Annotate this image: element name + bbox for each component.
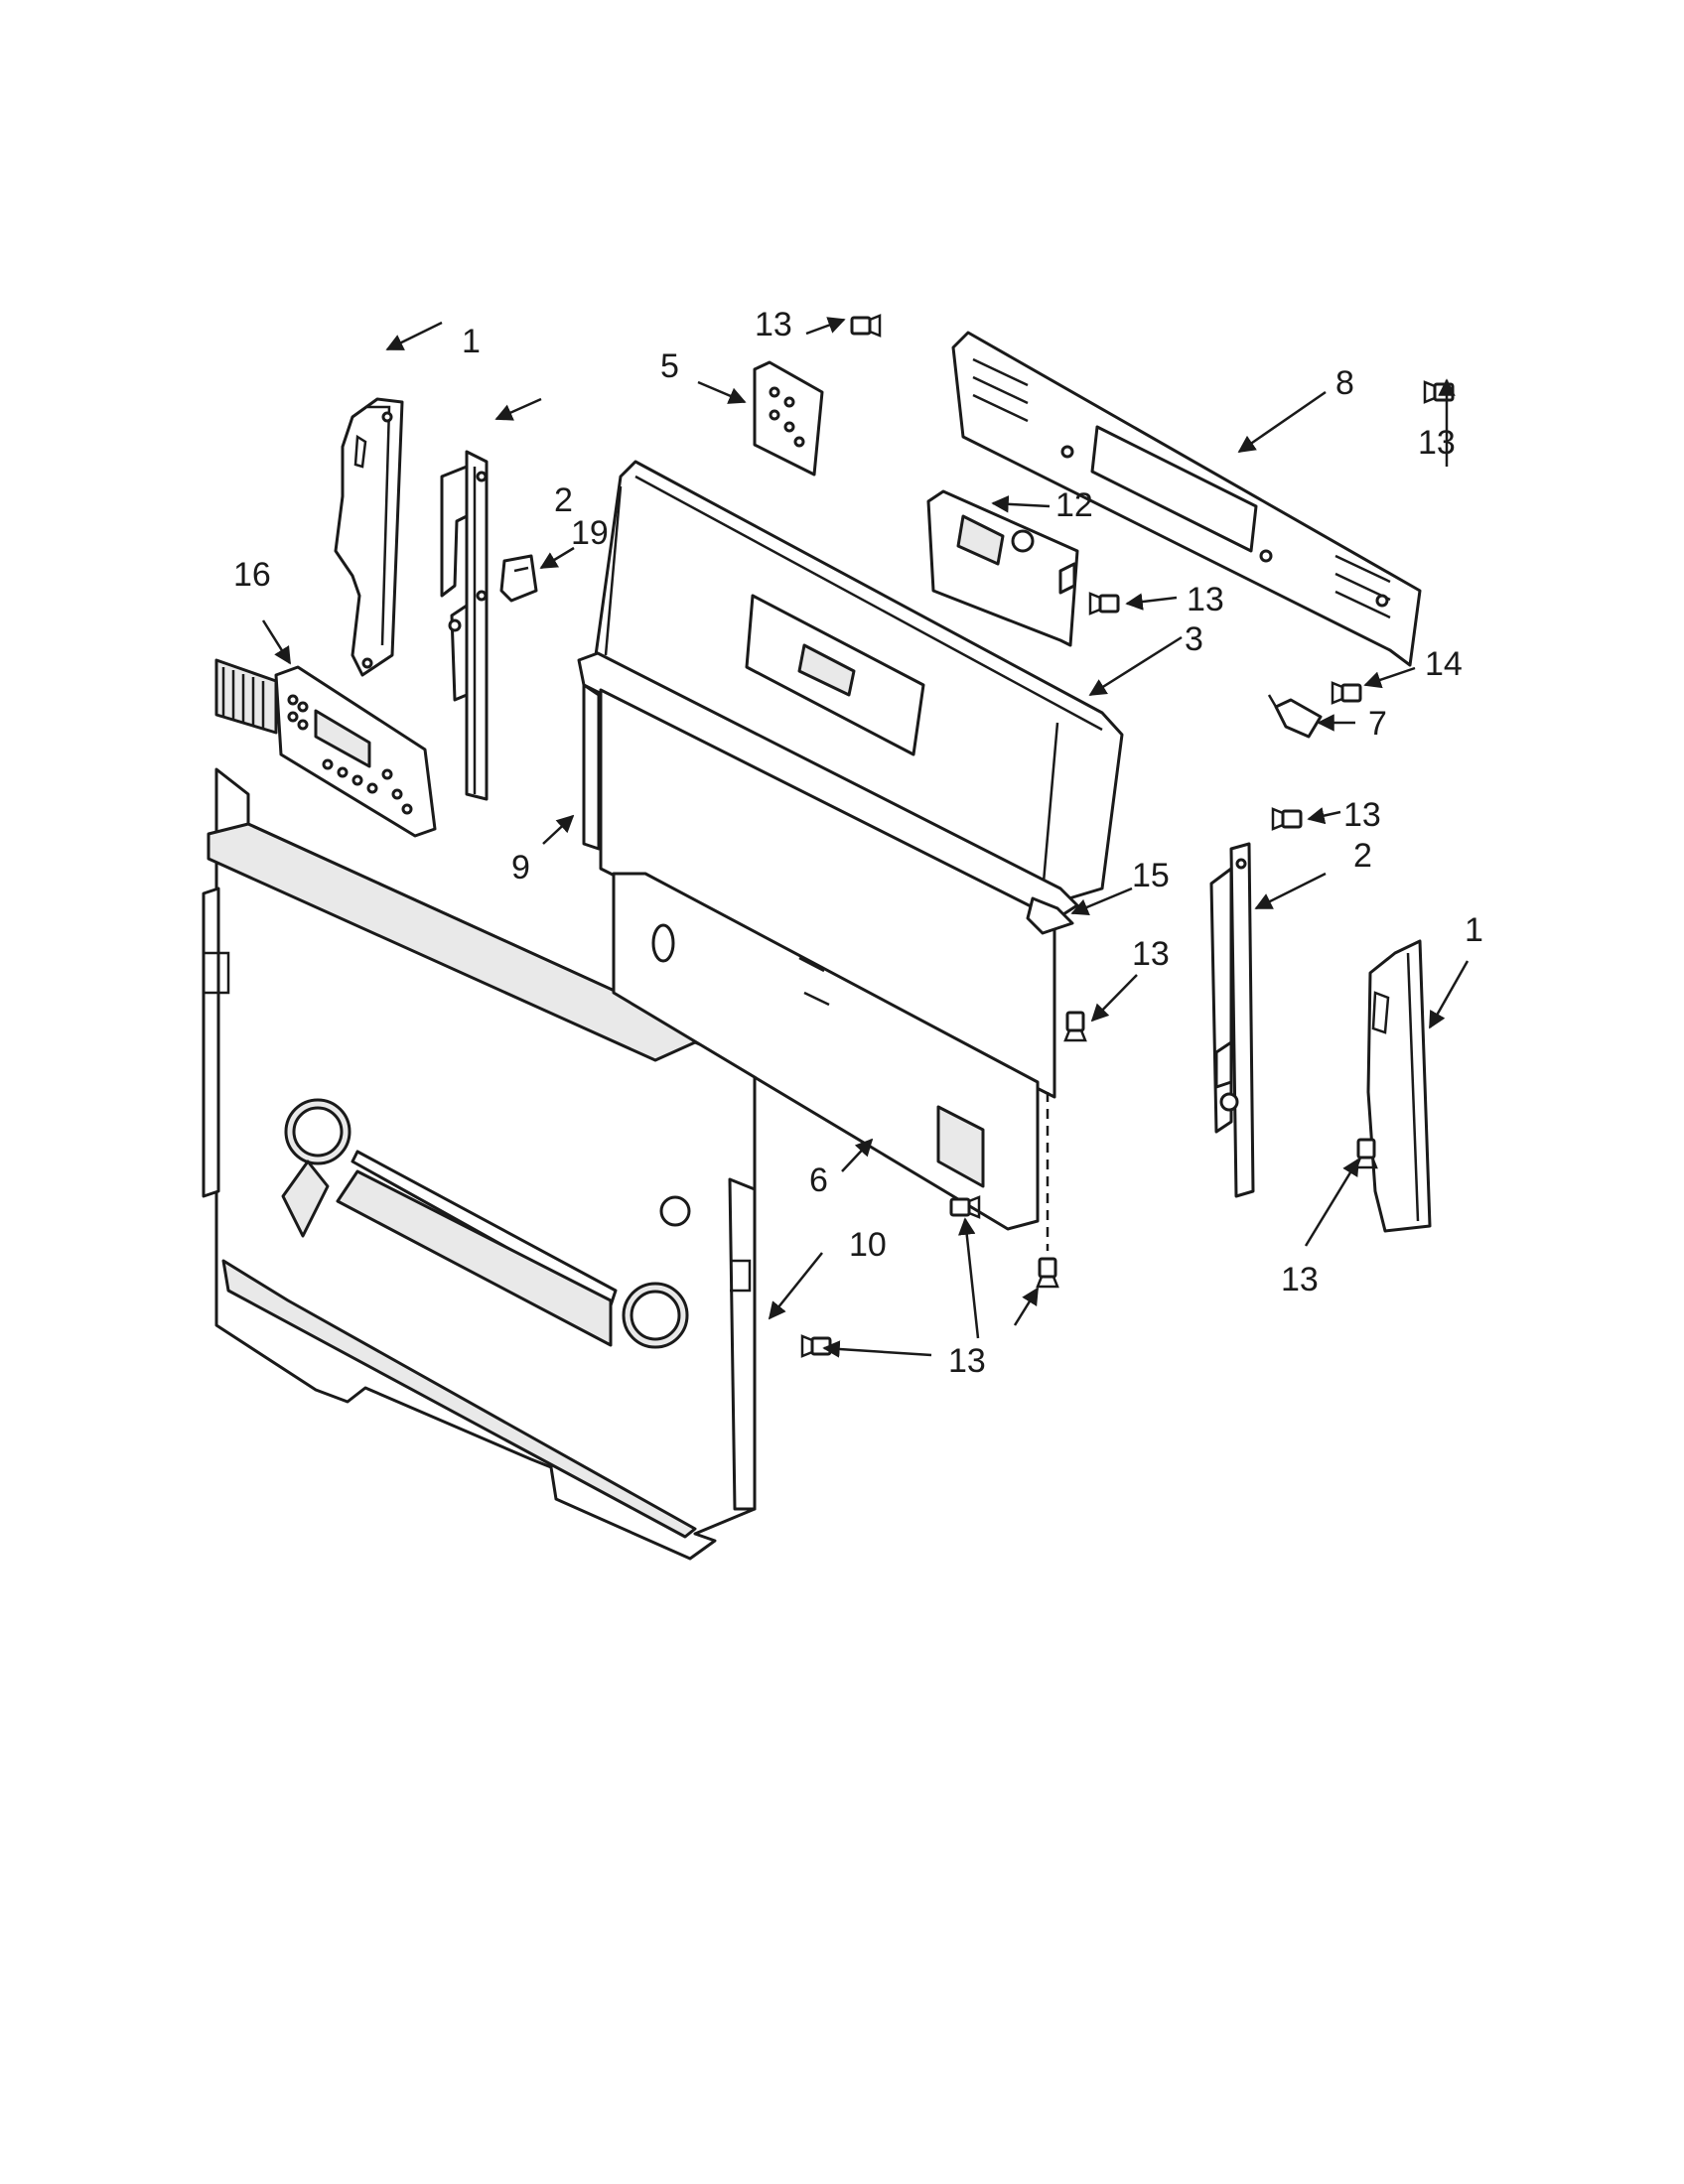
clip-part-7 [1267, 694, 1323, 739]
callout-12: 12 [1055, 486, 1093, 524]
clip-part-19 [499, 554, 538, 603]
callout-16: 16 [233, 556, 271, 594]
screw-right-mid [1271, 807, 1303, 831]
screw-top-center [850, 314, 882, 338]
callout-2-right: 2 [1353, 837, 1372, 875]
callout-3: 3 [1185, 620, 1203, 658]
callout-1-left: 1 [462, 323, 481, 360]
screw-center [1063, 1011, 1087, 1042]
control-overlay-part-16 [214, 658, 437, 838]
callout-13-right-top: 13 [1418, 424, 1456, 462]
callout-9: 9 [511, 849, 530, 887]
callout-labels: 1 1 2 2 3 5 6 7 8 9 10 12 13 13 13 13 13… [233, 306, 1483, 1380]
callout-10: 10 [849, 1226, 887, 1264]
side-trim-right-part-1 [1366, 939, 1432, 1233]
callout-13-center: 13 [1132, 935, 1170, 973]
relay-board-part-5 [753, 360, 824, 477]
callout-5: 5 [660, 347, 679, 385]
callout-13-bottom: 13 [948, 1342, 986, 1380]
wiring-panel-part-6 [612, 872, 1040, 1231]
screw-dashed-bottom [1036, 1257, 1059, 1289]
callout-15: 15 [1132, 857, 1170, 894]
rear-vent-panel-part-8 [951, 331, 1422, 667]
leader-lines [261, 317, 1470, 1358]
callout-13-top: 13 [755, 306, 792, 343]
callout-13-right-mid: 13 [1343, 796, 1381, 834]
side-trim-left-part-1 [334, 397, 404, 677]
callout-13-board: 13 [1187, 581, 1224, 618]
callout-14: 14 [1425, 645, 1463, 683]
callout-1-right: 1 [1465, 911, 1483, 949]
shield-part-15 [1026, 896, 1074, 935]
callout-7: 7 [1368, 705, 1387, 743]
screw-right-trim [1354, 1138, 1378, 1169]
callout-6: 6 [809, 1161, 828, 1199]
callout-19: 19 [571, 514, 609, 552]
callout-2-left: 2 [554, 481, 573, 519]
bracket-right-part-2 [1209, 842, 1255, 1198]
screw-lower-left [800, 1334, 832, 1358]
screw-part-14 [1331, 681, 1362, 705]
callout-13-right-bottom: 13 [1281, 1261, 1319, 1298]
screw-board [1088, 592, 1120, 615]
bracket-left-part-2 [440, 450, 489, 801]
callout-8: 8 [1335, 364, 1354, 402]
screw-right-top [1423, 380, 1455, 404]
control-board-part-12 [926, 489, 1079, 647]
console-part-3 [594, 460, 1124, 905]
rear-panel-part-10 [202, 767, 757, 1561]
screw-lower-center [949, 1195, 981, 1219]
